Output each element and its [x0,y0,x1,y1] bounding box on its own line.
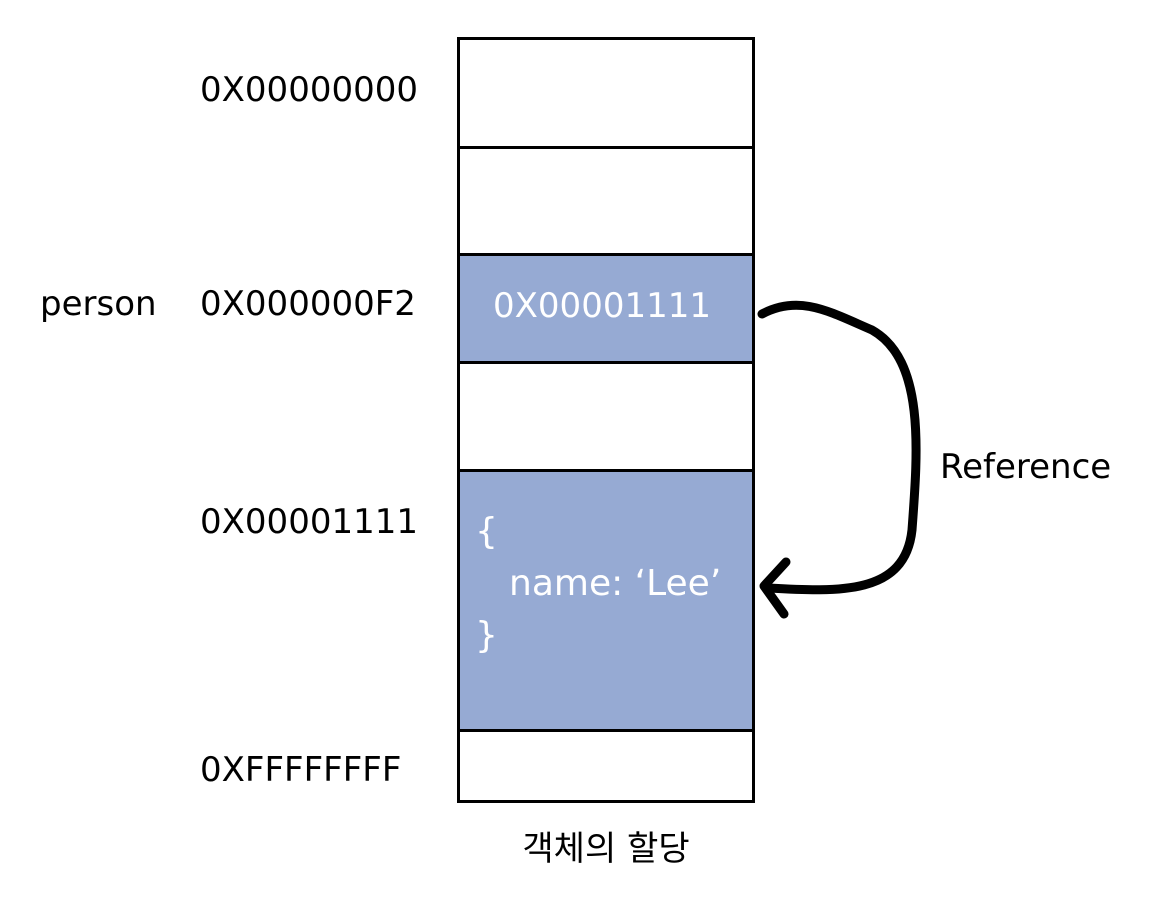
memory-cell-person: 0X00001111 [460,256,752,364]
memory-cell-object: { name: ‘Lee’ } [460,472,752,732]
object-property: name: ‘Lee’ [509,563,722,604]
memory-cell-last [460,732,752,800]
reference-arrow-line [757,300,921,595]
object-close-brace: } [475,615,498,656]
memory-block: 0X00001111 { name: ‘Lee’ } [457,37,755,803]
address-label-first: 0X00000000 [200,70,418,110]
reference-arrow-head [759,557,791,619]
memory-cell-4 [460,364,752,472]
object-open-brace: { [475,511,498,552]
variable-name-person: person [40,284,157,324]
address-label-object: 0X00001111 [200,502,418,542]
address-label-last: 0XFFFFFFFF [200,750,402,790]
memory-cell-1 [460,40,752,149]
address-label-person: 0X000000F2 [200,284,416,324]
person-reference-value: 0X00001111 [493,286,711,326]
memory-cell-2 [460,149,752,256]
diagram-caption: 객체의 할당 [522,829,690,869]
reference-label: Reference [940,447,1112,487]
